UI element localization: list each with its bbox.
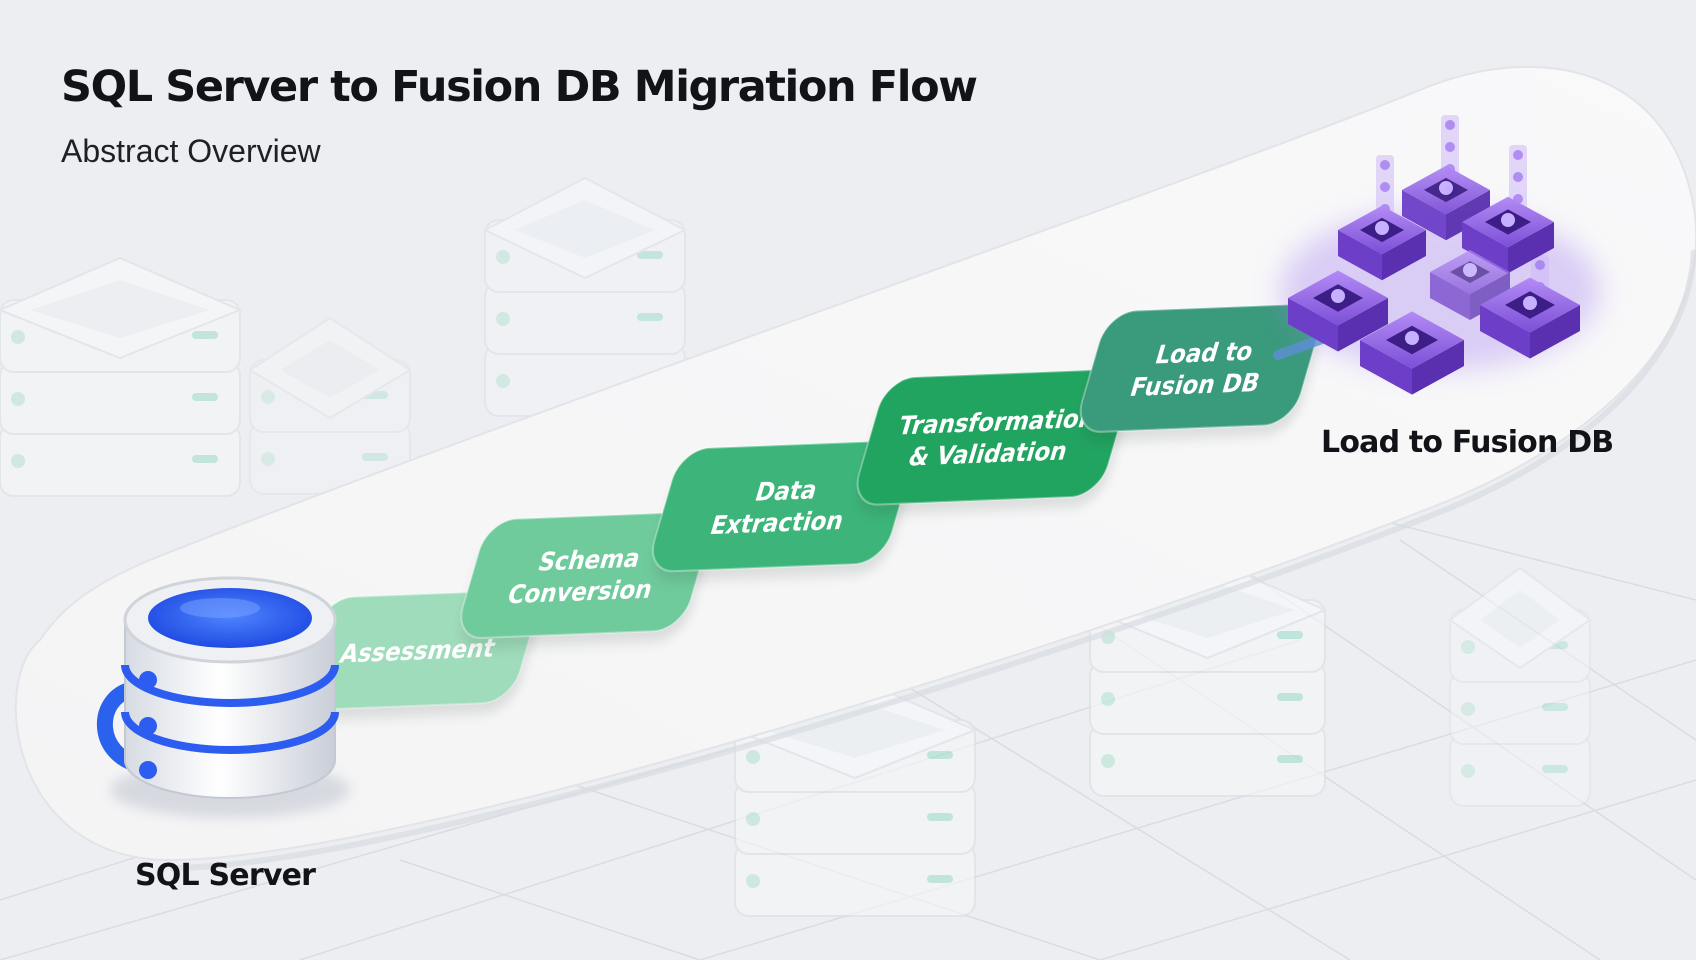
source-label: SQL Server — [135, 858, 316, 893]
fusion-node-icon — [1338, 205, 1426, 281]
ribbon-edge-shadow — [169, 249, 1696, 871]
flow-step-4: Transformation& Validation — [856, 368, 1130, 516]
server-rack-icon — [732, 676, 978, 917]
fusion-db-cluster-icon — [1273, 115, 1600, 395]
server-rack-icon — [1448, 566, 1592, 807]
flow-step-label: Data — [752, 475, 821, 507]
flow-steps: AssessmentSchemaConversionDataExtraction… — [299, 303, 1321, 721]
fusion-node-icon — [1288, 270, 1388, 352]
flow-step-label: Schema — [535, 543, 645, 577]
server-rack-icon — [482, 176, 688, 417]
server-rack-icon — [248, 316, 412, 495]
flow-step-label: Conversion — [504, 574, 656, 609]
flow-step-box — [1079, 303, 1321, 433]
fusion-node-icon — [1402, 165, 1490, 241]
target-label: Load to Fusion DB — [1321, 425, 1614, 460]
fusion-node-icon — [1360, 311, 1464, 395]
server-rack-icon — [0, 256, 243, 497]
flow-step-label: Fusion DB — [1127, 367, 1264, 402]
database-cylinder-icon — [97, 576, 350, 818]
fusion-node-icon — [1462, 196, 1554, 274]
fusion-node-icon — [1480, 277, 1580, 359]
flow-step-label: Load to — [1152, 336, 1257, 370]
flow-step-label: & Validation — [905, 436, 1071, 472]
page-title: SQL Server to Fusion DB Migration Flow — [61, 62, 978, 112]
flow-step-label: Extraction — [707, 505, 848, 540]
page-subtitle: Abstract Overview — [61, 133, 321, 169]
background-server-racks — [0, 176, 1592, 917]
fusion-node-icon — [1430, 250, 1510, 320]
